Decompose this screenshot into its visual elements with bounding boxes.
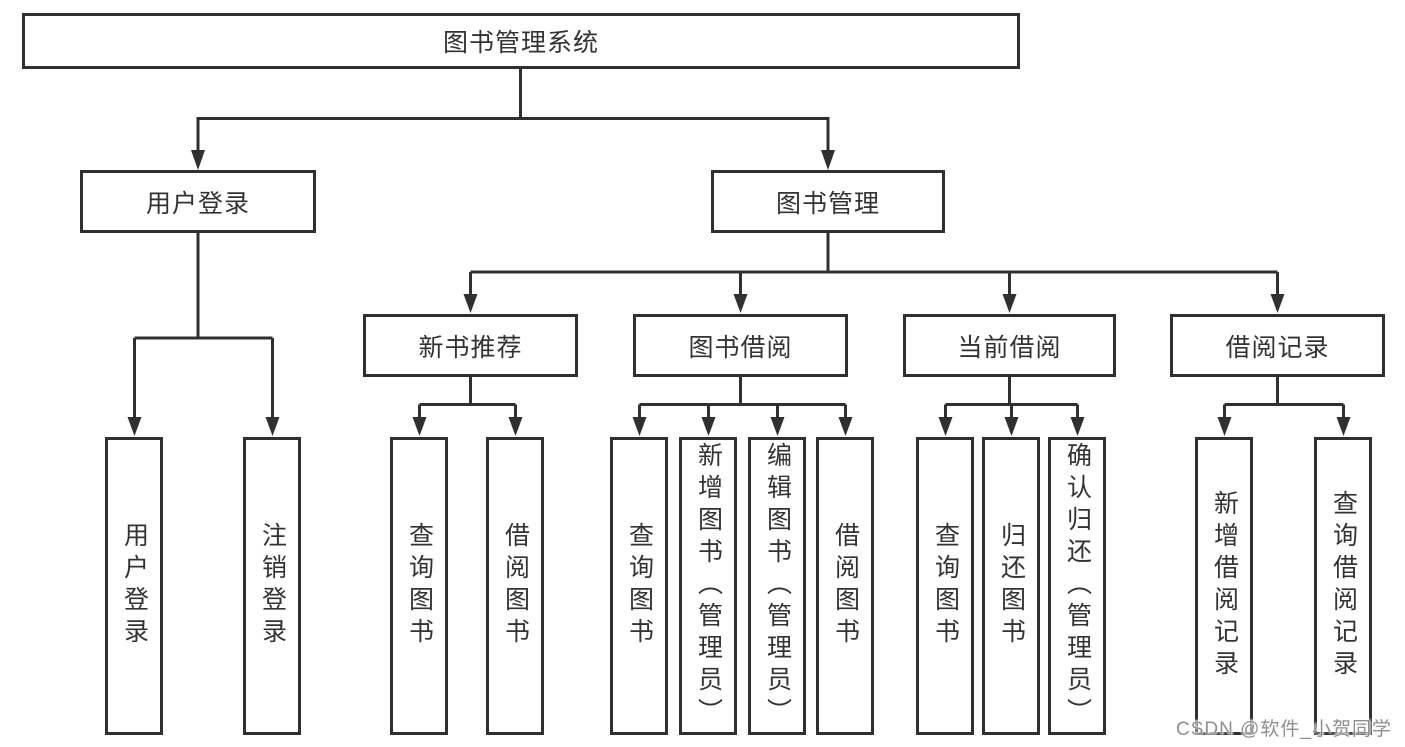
arrowheads	[127, 150, 1351, 436]
leaf-logout-label: 注销登录	[258, 522, 287, 650]
node-book-borrow: 图书借阅	[633, 314, 848, 377]
leaf-current-confirm-return-admin-label: 确认归还（管理员）	[1063, 442, 1092, 730]
node-borrow-records: 借阅记录	[1170, 314, 1385, 377]
leaf-recommend-query-books: 查询图书	[390, 437, 448, 735]
leaf-borrow-edit-books-admin: 编辑图书（管理员）	[748, 437, 806, 735]
node-book-management-label: 图书管理	[775, 189, 880, 218]
node-book-borrow-label: 图书借阅	[688, 333, 793, 362]
node-root-label: 图书管理系统	[442, 29, 599, 57]
node-user-login: 用户登录	[80, 170, 316, 233]
leaf-recommend-borrow-books: 借阅图书	[486, 437, 544, 735]
leaf-recommend-borrow-books-label: 借阅图书	[501, 522, 530, 650]
node-user-login-label: 用户登录	[145, 189, 250, 218]
leaf-current-confirm-return-admin: 确认归还（管理员）	[1048, 437, 1106, 735]
node-book-management: 图书管理	[711, 170, 945, 233]
leaf-borrow-query-books-label: 查询图书	[625, 522, 654, 650]
node-current-borrow-label: 当前借阅	[957, 333, 1062, 362]
leaf-current-query-books: 查询图书	[916, 437, 974, 735]
node-new-book-recommend: 新书推荐	[363, 314, 578, 377]
leaf-current-return-books: 归还图书	[982, 437, 1040, 735]
leaf-current-query-books-label: 查询图书	[931, 522, 960, 650]
leaf-current-return-books-label: 归还图书	[997, 522, 1026, 650]
leaf-borrow-add-books-admin: 新增图书（管理员）	[679, 437, 737, 735]
leaf-records-query-record-label: 查询借阅记录	[1329, 490, 1358, 682]
node-borrow-records-label: 借阅记录	[1225, 333, 1330, 362]
leaf-borrow-edit-books-admin-label: 编辑图书（管理员）	[763, 442, 792, 730]
leaf-user-login-label: 用户登录	[120, 522, 149, 650]
leaf-borrow-borrow-books: 借阅图书	[816, 437, 874, 735]
node-new-book-recommend-label: 新书推荐	[418, 333, 523, 362]
leaf-logout: 注销登录	[243, 437, 301, 735]
leaf-records-add-record: 新增借阅记录	[1195, 437, 1253, 735]
leaf-records-add-record-label: 新增借阅记录	[1210, 490, 1239, 682]
leaf-borrow-add-books-admin-label: 新增图书（管理员）	[694, 442, 723, 730]
leaf-borrow-query-books: 查询图书	[610, 437, 668, 735]
leaf-user-login: 用户登录	[105, 437, 163, 735]
node-root: 图书管理系统	[22, 13, 1020, 69]
leaf-records-query-record: 查询借阅记录	[1314, 437, 1372, 735]
node-current-borrow: 当前借阅	[903, 314, 1116, 377]
leaf-borrow-borrow-books-label: 借阅图书	[831, 522, 860, 650]
leaf-recommend-query-books-label: 查询图书	[405, 522, 434, 650]
csdn-watermark: CSDN @软件_小贺同学	[1176, 719, 1392, 740]
